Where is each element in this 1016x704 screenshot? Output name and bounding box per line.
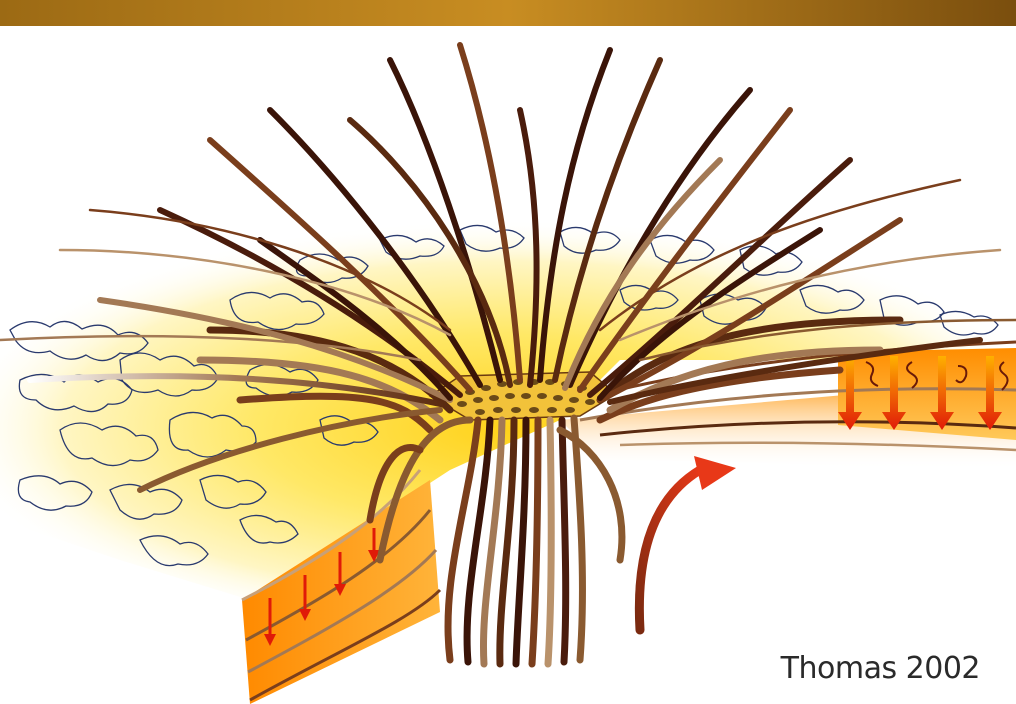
citation-credit: Thomas 2002 [781, 651, 980, 686]
upflow-arrow [639, 456, 736, 630]
solar-image-strip [0, 0, 1016, 26]
